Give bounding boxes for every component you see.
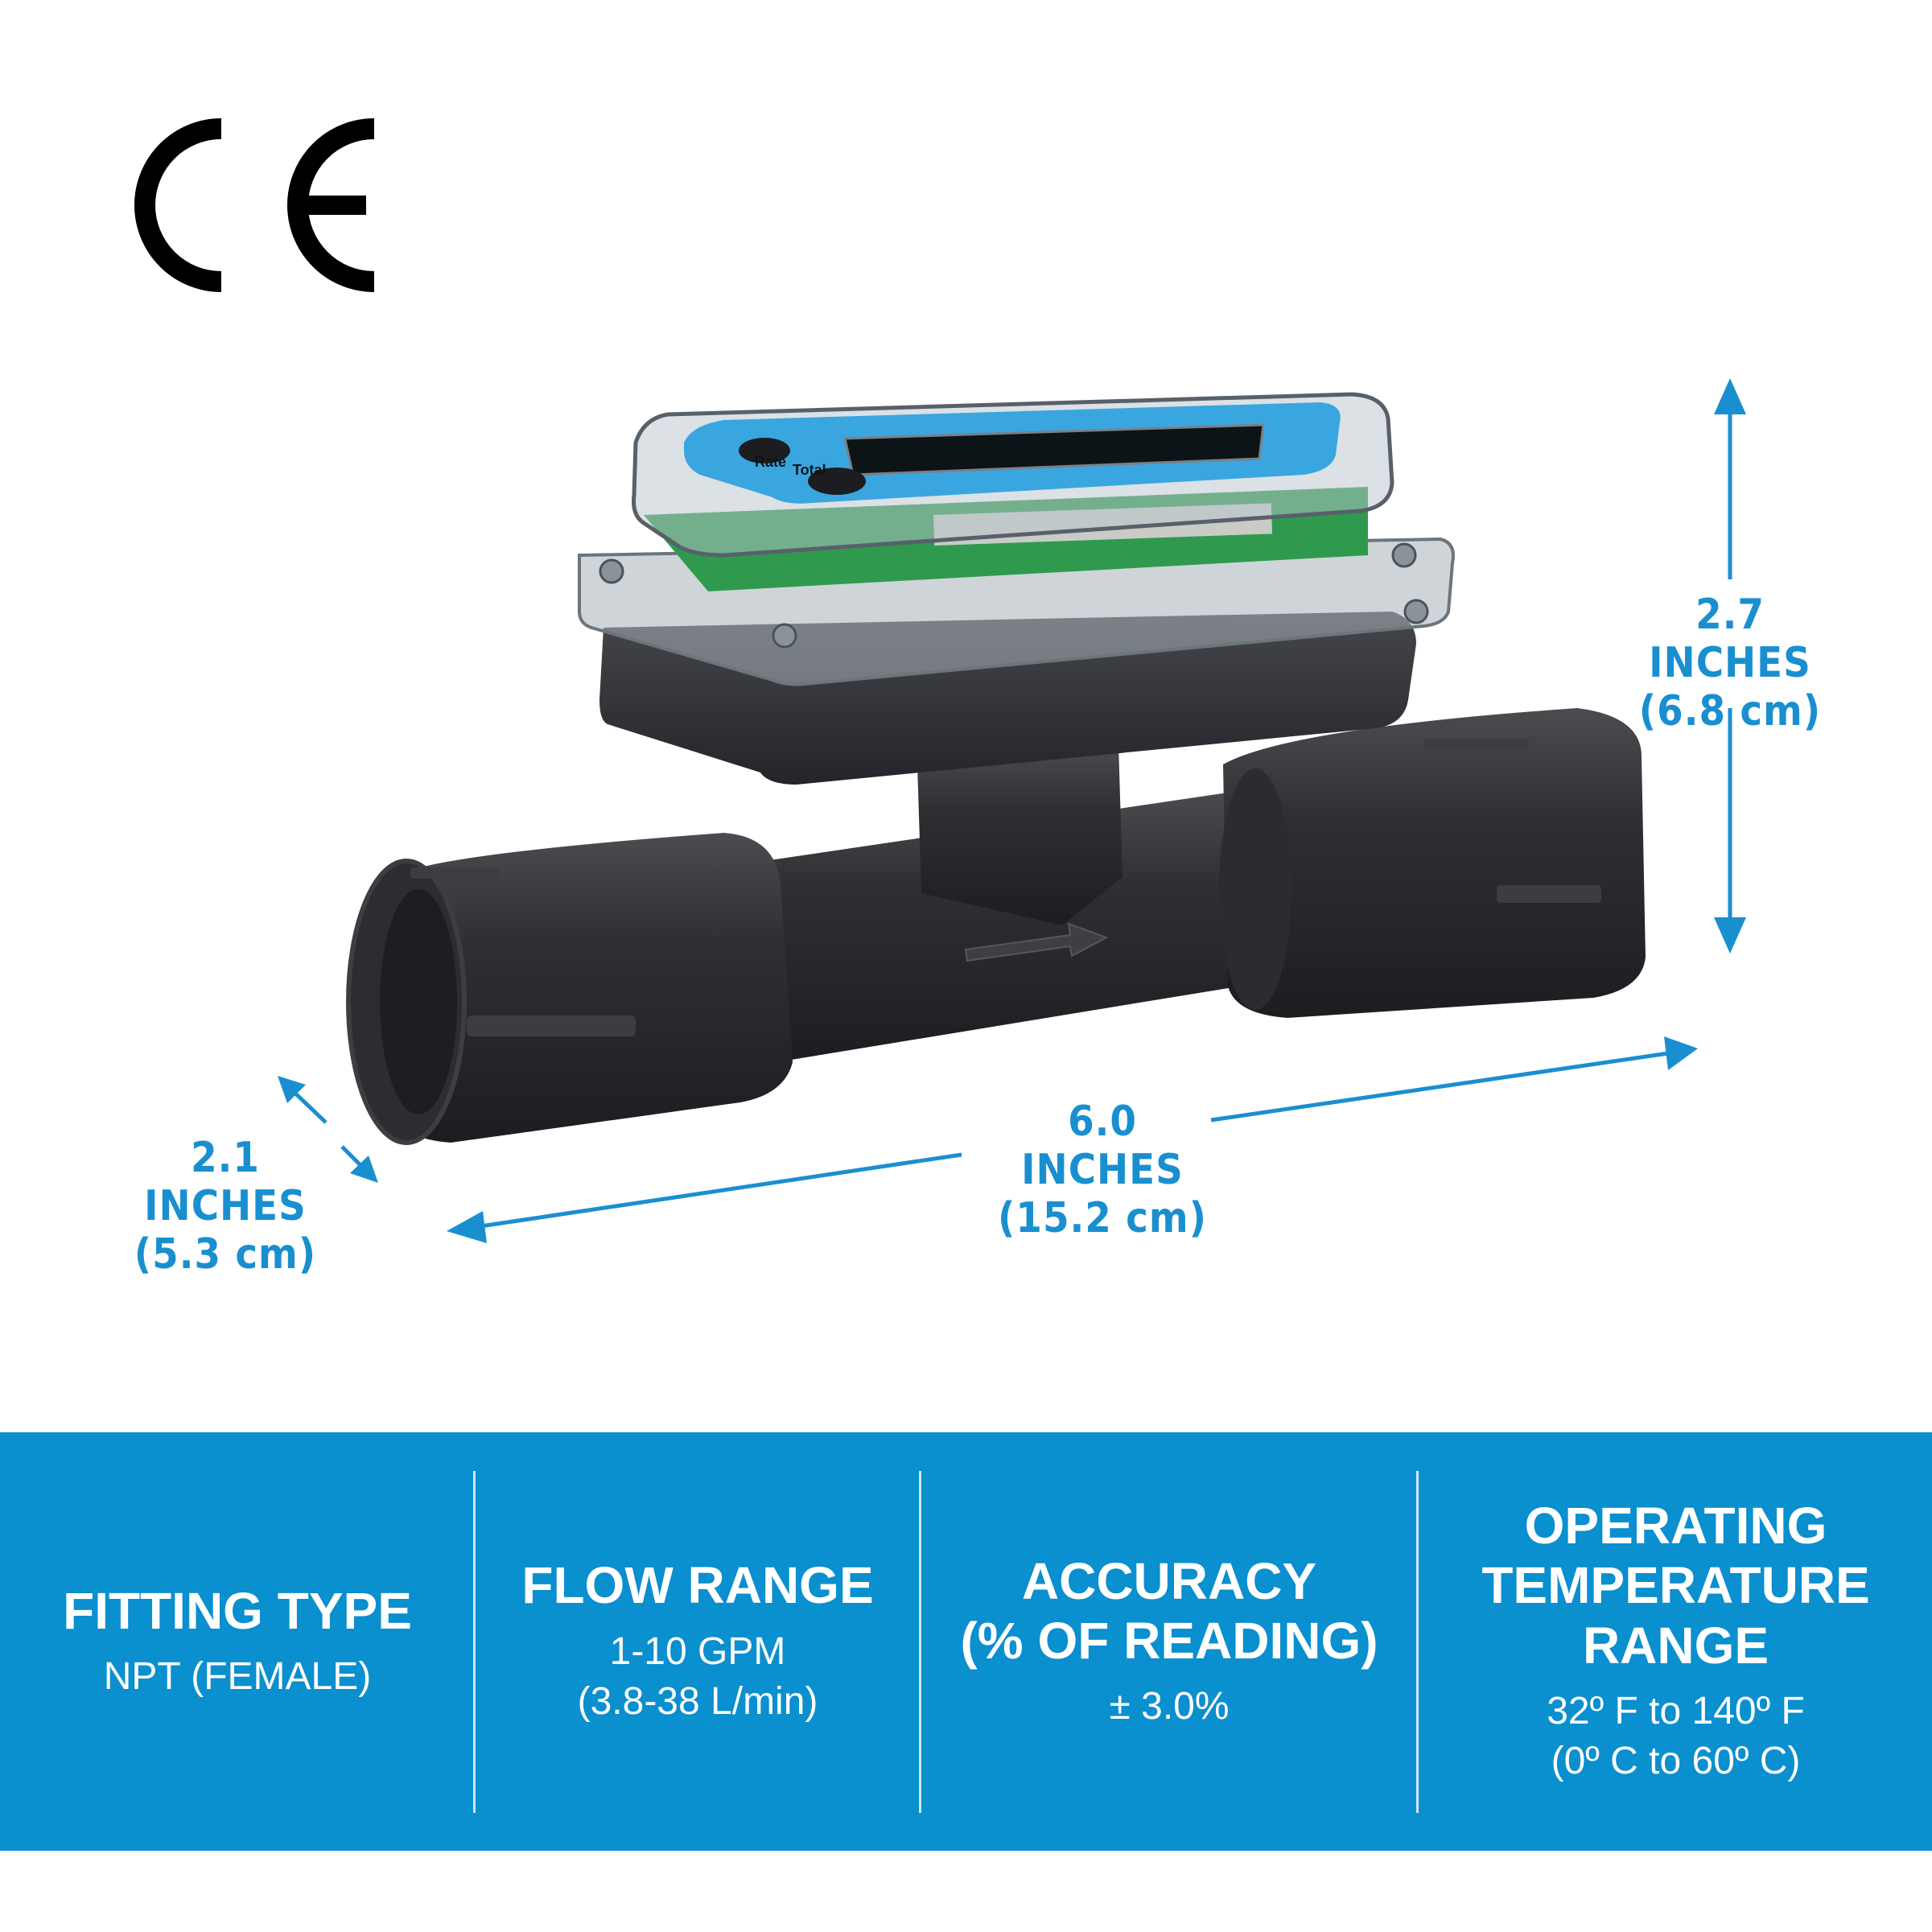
spec-title: FITTING TYPE [63, 1581, 412, 1640]
spec-accuracy: ACCURACY (% OF READING) ± 3.0% [922, 1432, 1416, 1851]
total-button [808, 468, 866, 495]
lid-screw [1403, 599, 1429, 624]
spec-title: OPERATING TEMPERATURE RANGE [1481, 1497, 1870, 1675]
height-metric: (6.8 cm) [1638, 686, 1822, 735]
height-dimension-arrow [1714, 378, 1746, 954]
width-metric: (5.3 cm) [134, 1230, 317, 1279]
right-coupling [1219, 708, 1646, 1018]
meter-housing: Rate Total [578, 392, 1455, 785]
total-button-label: Total [793, 462, 826, 478]
length-dimension-arrow [447, 1036, 1698, 1243]
meter-stem [917, 744, 1123, 925]
spec-value: 1-10 GPM (3.8-38 L/min) [577, 1629, 818, 1724]
rate-button-label: Rate [755, 454, 786, 470]
flow-direction-arrow [964, 922, 1109, 962]
spec-title: ACCURACY (% OF READING) [960, 1551, 1378, 1670]
spec-value: 32º F to 140º F (0º C to 60º C) [1547, 1689, 1805, 1783]
flow-meter-illustration: Rate Total [278, 378, 1746, 1243]
lid-screw [1391, 542, 1417, 568]
lid-screw [599, 558, 624, 584]
lid-screw [772, 623, 797, 649]
height-dimension-label: 2.7 INCHES (6.8 cm) [1617, 591, 1843, 735]
spec-flow-range: FLOW RANGE 1-10 GPM (3.8-38 L/min) [476, 1432, 919, 1851]
ce-mark-logo [134, 118, 375, 292]
width-imperial: 2.1 INCHES [144, 1134, 307, 1230]
width-dimension-arrow [278, 1076, 378, 1183]
spec-fitting-type: FITTING TYPE NPT (FEMALE) [0, 1432, 475, 1851]
left-coupling [346, 833, 793, 1145]
length-metric: (15.2 cm) [998, 1193, 1207, 1242]
spec-divider [1416, 1471, 1419, 1813]
spec-operating-temperature: OPERATING TEMPERATURE RANGE 32º F to 140… [1419, 1432, 1932, 1851]
spec-value: ± 3.0% [1109, 1685, 1230, 1728]
spec-value: NPT (FEMALE) [103, 1654, 372, 1698]
pipe-body [764, 789, 1267, 1062]
spec-title: FLOW RANGE [521, 1556, 874, 1615]
specifications-band: FITTING TYPE NPT (FEMALE) FLOW RANGE 1-1… [0, 1432, 1932, 1851]
width-dimension-label: 2.1 INCHES (5.3 cm) [105, 1134, 346, 1279]
rate-button [739, 438, 790, 463]
lcd-screen [843, 423, 1265, 476]
spec-divider [919, 1471, 921, 1813]
length-dimension-label: 6.0 INCHES (15.2 cm) [982, 1098, 1223, 1242]
height-imperial: 2.7 INCHES [1649, 591, 1811, 687]
length-imperial: 6.0 INCHES [1021, 1098, 1184, 1194]
spec-divider [473, 1471, 476, 1813]
